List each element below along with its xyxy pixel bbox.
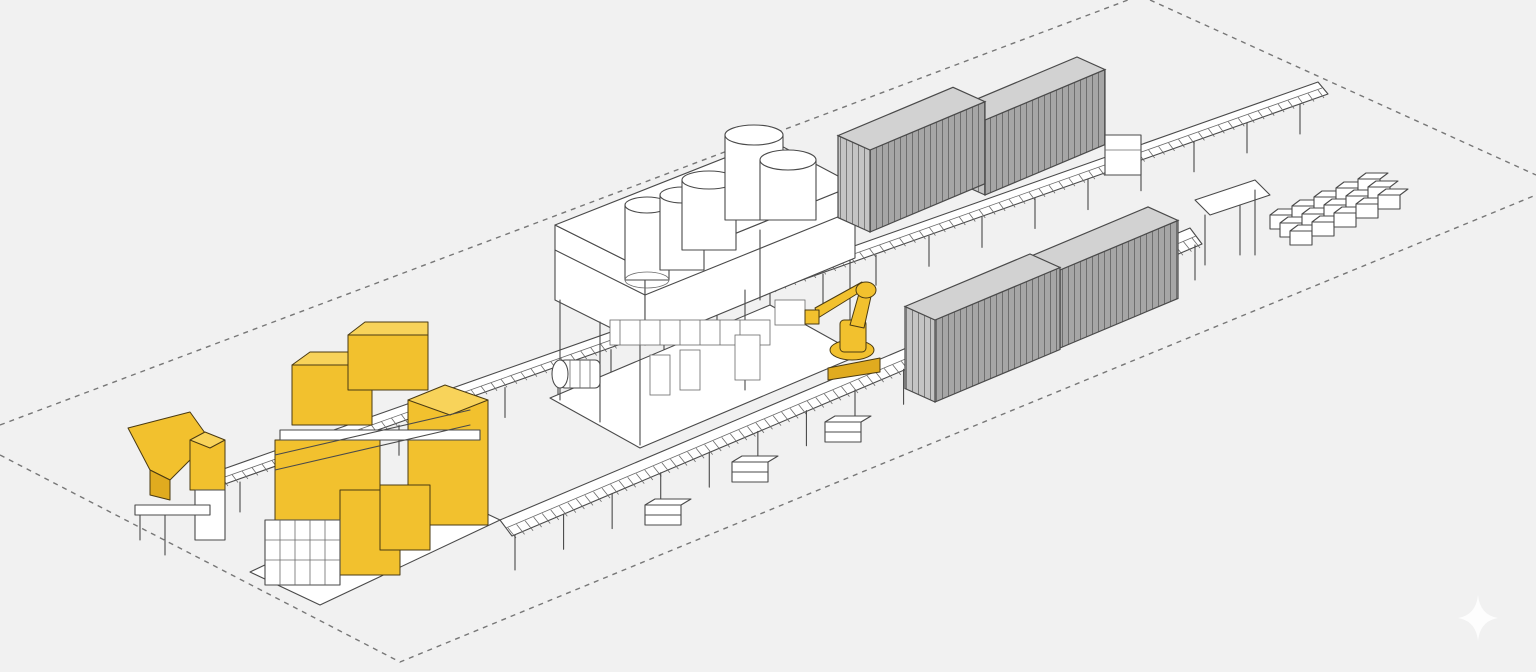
mixing-station bbox=[249, 321, 501, 606]
sparkle-icon bbox=[1458, 595, 1498, 641]
packaged-box-stack bbox=[1269, 172, 1409, 246]
floor-pallets bbox=[644, 415, 872, 526]
tank-5 bbox=[759, 149, 817, 221]
storage-tanks bbox=[624, 124, 817, 289]
feed-hoppers bbox=[127, 411, 226, 556]
silo-right bbox=[347, 334, 429, 391]
robot-arm bbox=[804, 281, 881, 381]
motor bbox=[551, 359, 601, 389]
shipping-containers bbox=[836, 56, 1180, 403]
control-cabinet bbox=[1104, 134, 1142, 176]
stacking-table bbox=[1194, 179, 1271, 266]
